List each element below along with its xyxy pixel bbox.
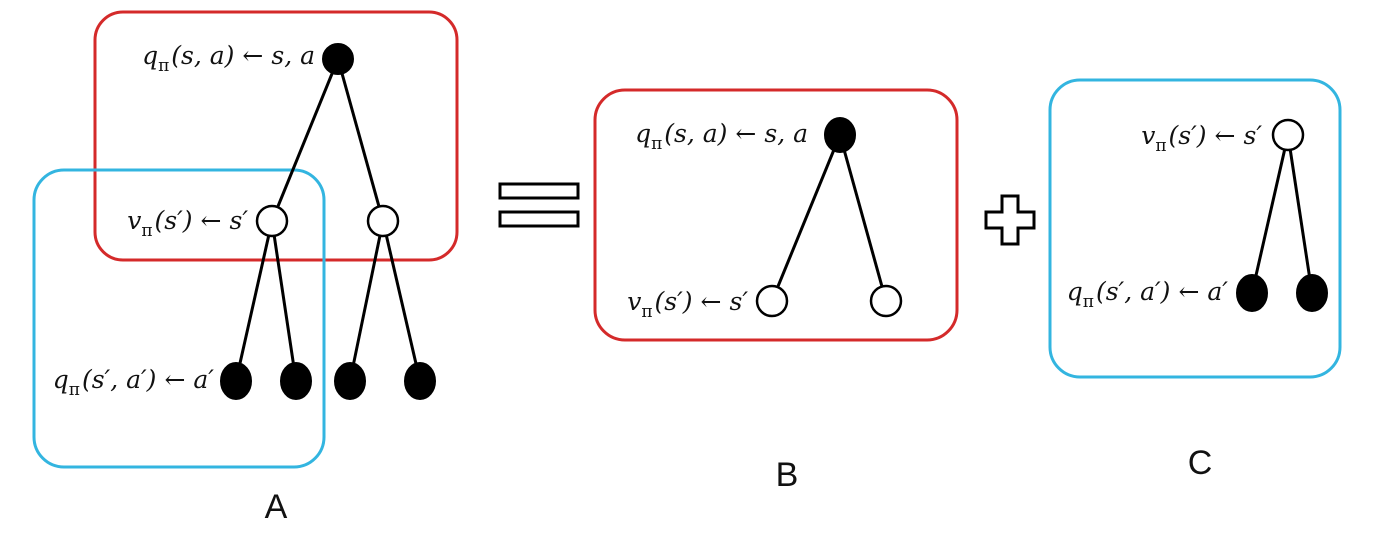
edge — [1286, 134, 1314, 294]
state-node — [869, 284, 903, 318]
state-node — [755, 284, 789, 318]
panel-c-label: C — [1188, 444, 1213, 482]
v-s-label: vπ(s′)←s′ — [127, 206, 248, 241]
v-s-label: vπ(s′)←s′ — [627, 287, 748, 322]
edge — [234, 220, 274, 382]
edge — [1250, 134, 1290, 294]
v-s-label: vπ(s′)←s′ — [1141, 121, 1262, 156]
action-node — [334, 362, 366, 400]
state-node — [1271, 118, 1305, 152]
panel-b: qπ(s, a)←s, a vπ(s′)←s′ B — [593, 88, 959, 494]
panel-a-blue-box — [32, 168, 326, 469]
action-node — [1296, 274, 1328, 312]
edge — [270, 220, 298, 382]
action-node — [404, 362, 436, 400]
action-node — [1236, 274, 1268, 312]
action-node — [280, 362, 312, 400]
edge — [770, 134, 842, 302]
panel-a-red-box — [93, 10, 459, 262]
q-sa-prime-label: qπ(s′, a′)←a′ — [53, 365, 215, 400]
action-node — [220, 362, 252, 400]
q-sa-label: qπ(s, a)←s, a — [142, 41, 315, 76]
panel-a-label: A — [265, 488, 288, 526]
edge — [838, 134, 888, 302]
action-node — [824, 117, 856, 153]
panel-c-blue-box — [1048, 78, 1342, 379]
q-sa-label: qπ(s, a)←s, a — [635, 119, 808, 154]
edge — [348, 220, 385, 382]
edge — [336, 58, 385, 222]
panel-c: vπ(s′)←s′ qπ(s′, a′)←a′ C — [1048, 78, 1342, 482]
panel-b-label: B — [776, 456, 799, 494]
state-node — [255, 204, 289, 238]
edge — [270, 58, 340, 222]
equals-icon — [498, 182, 580, 228]
action-node — [322, 43, 354, 75]
q-sa-prime-label: qπ(s′, a′)←a′ — [1067, 277, 1229, 312]
panel-b-red-box — [593, 88, 959, 342]
plus-icon — [984, 194, 1036, 246]
panel-a: qπ(s, a)←s, a vπ(s′)←s′ qπ(s′, a′)←a′ A — [32, 10, 459, 526]
state-node — [366, 204, 400, 238]
edge — [381, 220, 422, 382]
